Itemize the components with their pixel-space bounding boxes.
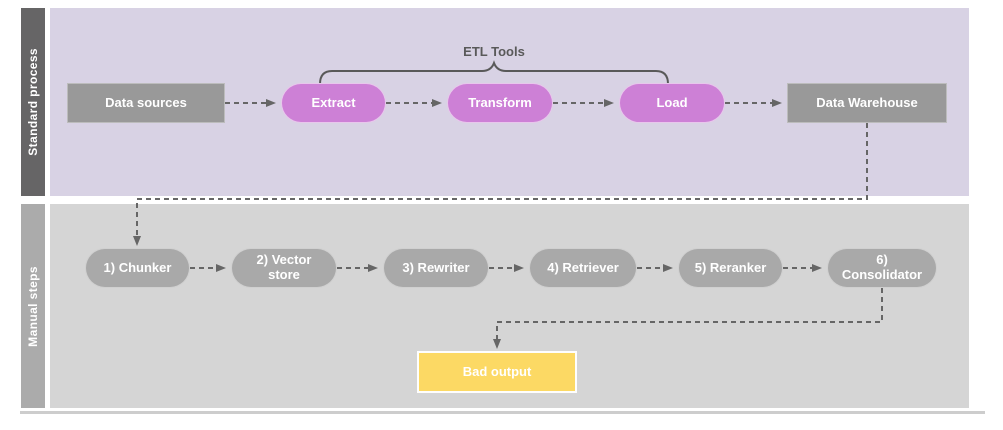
vector-store-label: 2) Vector store — [256, 252, 312, 282]
transform-node: Transform — [447, 83, 553, 123]
data-warehouse-node: Data Warehouse — [787, 83, 947, 123]
bottom-divider-line — [20, 411, 985, 414]
etl-tools-label: ETL Tools — [463, 44, 525, 59]
standard-process-lane-label: Standard process — [26, 48, 40, 156]
load-label: Load — [656, 94, 688, 110]
manual-steps-lane-header: Manual steps — [21, 204, 45, 408]
manual-steps-lane-label: Manual steps — [26, 265, 40, 347]
standard-process-lane-header: Standard process — [21, 8, 45, 196]
retriever-label: 4) Retriever — [547, 259, 619, 275]
extract-node: Extract — [281, 83, 386, 123]
reranker-node: 5) Reranker — [678, 248, 783, 288]
transform-label: Transform — [468, 94, 532, 110]
load-node: Load — [619, 83, 725, 123]
retriever-node: 4) Retriever — [529, 248, 637, 288]
consolidator-node: 6) Consolidator — [827, 248, 937, 288]
reranker-label: 5) Reranker — [694, 259, 767, 275]
data-warehouse-label: Data Warehouse — [816, 94, 918, 110]
bad-output-node: Bad output — [417, 351, 577, 393]
vector-store-node: 2) Vector store — [231, 248, 337, 288]
data-sources-node: Data sources — [67, 83, 225, 123]
rewriter-label: 3) Rewriter — [402, 259, 470, 275]
chunker-label: 1) Chunker — [103, 259, 172, 275]
rewriter-node: 3) Rewriter — [383, 248, 489, 288]
bad-output-label: Bad output — [462, 363, 532, 379]
consolidator-label: 6) Consolidator — [841, 252, 923, 282]
extract-label: Extract — [311, 94, 356, 110]
data-sources-label: Data sources — [105, 94, 187, 110]
chunker-node: 1) Chunker — [85, 248, 190, 288]
